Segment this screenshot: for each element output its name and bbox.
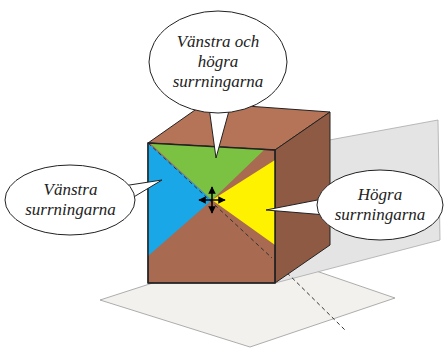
- bubble-ellipse: [149, 11, 287, 113]
- box-outline: [148, 143, 275, 283]
- bubble-text: Vänstra och högra surrningarna: [166, 32, 270, 92]
- bubble-ellipse: [317, 170, 443, 240]
- dashed-line: [148, 143, 272, 258]
- right-lashing-area: [212, 160, 275, 245]
- speech-bubble: Högra surrningarna: [316, 169, 444, 241]
- bubble-ellipse: [5, 165, 135, 235]
- bubble-text: Vänstra surrningarna: [19, 180, 122, 220]
- bubble-text: Högra surrningarna: [330, 185, 430, 225]
- box-front: [148, 143, 275, 283]
- direction-arrow: [211, 187, 213, 213]
- speech-bubble: Vänstra och högra surrningarna: [148, 10, 288, 114]
- speech-bubble: Vänstra surrningarna: [4, 164, 136, 236]
